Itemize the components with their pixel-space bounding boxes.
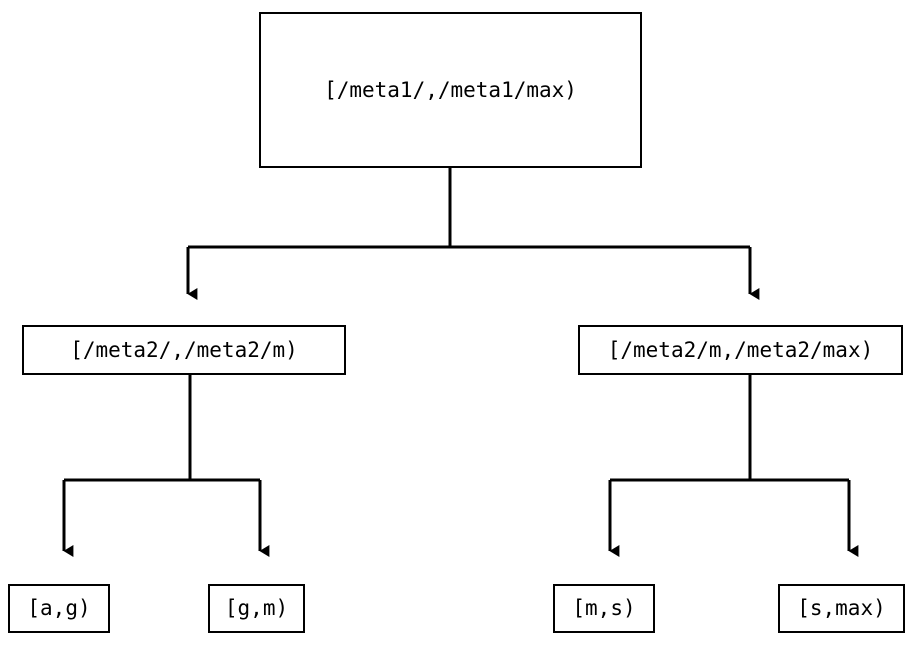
node-root[interactable]: [/meta1/,/meta1/max) (259, 12, 642, 168)
node-leaf-g-m[interactable]: [g,m) (208, 584, 305, 633)
node-mid-left-label: [/meta2/,/meta2/m) (70, 337, 298, 362)
node-root-label: [/meta1/,/meta1/max) (324, 77, 577, 102)
node-mid-right-label: [/meta2/m,/meta2/max) (607, 337, 874, 362)
node-leaf-a-g-label: [a,g) (27, 596, 91, 620)
node-leaf-a-g[interactable]: [a,g) (8, 584, 110, 633)
node-mid-left[interactable]: [/meta2/,/meta2/m) (22, 325, 346, 375)
node-leaf-g-m-label: [g,m) (224, 596, 289, 620)
node-leaf-s-max[interactable]: [s,max) (778, 584, 905, 633)
node-mid-right[interactable]: [/meta2/m,/meta2/max) (578, 325, 903, 375)
node-leaf-m-s[interactable]: [m,s) (553, 584, 655, 633)
node-leaf-s-max-label: [s,max) (797, 596, 886, 620)
node-leaf-m-s-label: [m,s) (572, 596, 636, 620)
